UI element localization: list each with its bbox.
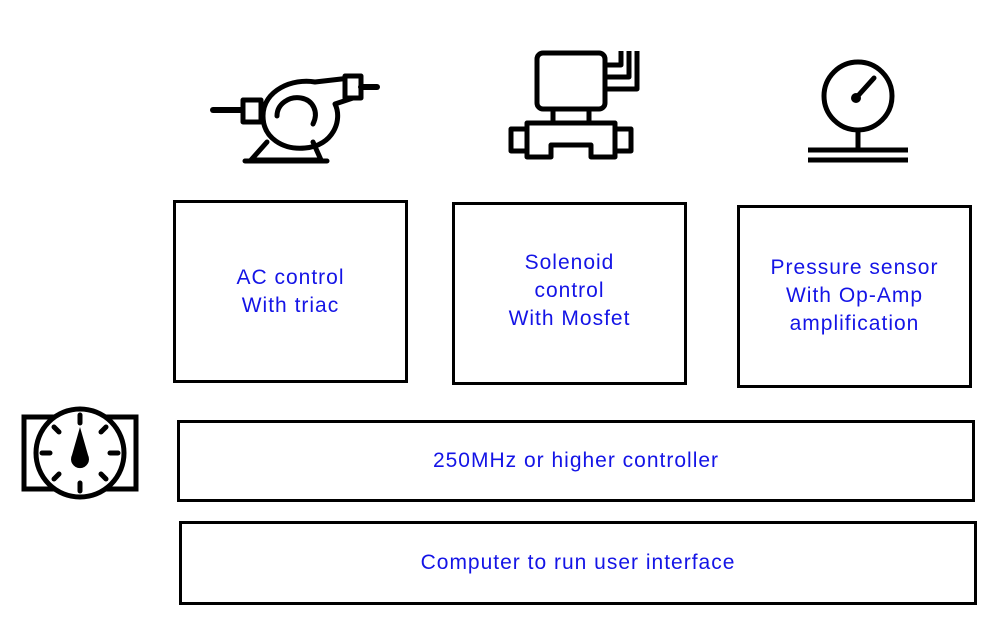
solenoid-control-block: Solenoid control With Mosfet	[452, 202, 687, 385]
pressure-sensor-line3: amplification	[789, 312, 920, 335]
timer-clock-icon	[21, 406, 139, 500]
pressure-sensor-line2: With Op-Amp	[785, 284, 924, 307]
pressure-sensor-block: Pressure sensor With Op-Amp amplificatio…	[737, 205, 972, 388]
computer-block: Computer to run user interface	[179, 521, 977, 605]
pressure-gauge-icon	[808, 59, 908, 163]
ac-control-block: AC control With triac	[173, 200, 408, 383]
solenoid-valve-icon	[508, 50, 640, 160]
ac-motor-pump-icon	[210, 73, 380, 164]
controller-label: 250MHz or higher controller	[432, 449, 720, 472]
pressure-sensor-line1: Pressure sensor	[770, 256, 939, 279]
controller-block: 250MHz or higher controller	[177, 420, 975, 502]
ac-control-line1: AC control	[236, 265, 345, 289]
solenoid-control-line1: Solenoid	[524, 251, 615, 274]
computer-label: Computer to run user interface	[420, 551, 736, 574]
solenoid-control-line2: control	[534, 279, 605, 302]
ac-control-line2: With triac	[241, 293, 340, 317]
solenoid-control-line3: With Mosfet	[508, 307, 631, 330]
